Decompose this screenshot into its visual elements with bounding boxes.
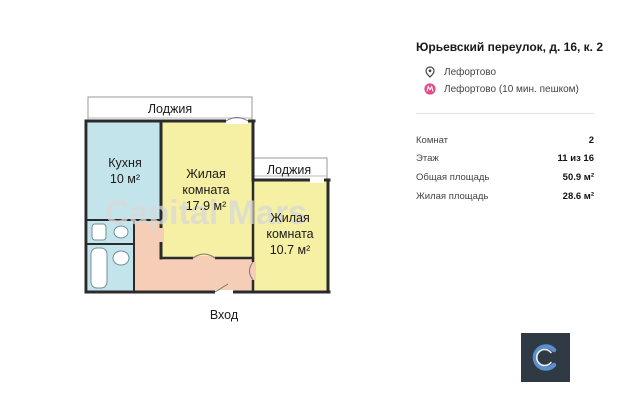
doors	[159, 117, 324, 295]
loggia-2-label: Лоджия	[267, 163, 311, 177]
living-room-1-area: 17.9 м²	[186, 199, 227, 213]
kitchen-area: 10 м²	[110, 172, 140, 186]
kitchen-fill	[88, 122, 161, 220]
entrance-label: Вход	[210, 308, 239, 322]
living-room-1-name-line2: комната	[182, 183, 229, 197]
metro-station: Лефортово (10 мин. пешком)	[444, 83, 579, 95]
living-room-2-name-line2: комната	[266, 227, 313, 241]
address-title: Юрьевский переулок, д. 16, к. 2	[416, 40, 604, 54]
hall-fill	[134, 220, 254, 291]
metro-row: Лефортово (10 мин. пешком)	[424, 83, 579, 95]
location-pin-icon	[425, 66, 435, 78]
living-room-1-name-line1: Жилая	[186, 167, 226, 181]
loggia-1-label: Лоджия	[148, 102, 192, 116]
stat-total-area: Общая площадь 50.9 м²	[416, 172, 594, 183]
floor-plan: Capital Mars Лоджия Лоджия Кухня 10 м² Ж…	[84, 96, 331, 322]
living-room-2-fill	[254, 180, 327, 291]
watermark: Capital Mars	[105, 194, 307, 232]
capital-mars-logo-icon	[532, 344, 557, 371]
metro-icon	[424, 83, 436, 95]
district-name: Лефортово	[444, 66, 497, 78]
divider	[416, 113, 594, 114]
stat-rooms: Комнат 2	[416, 135, 594, 146]
living-room-2-name-line1: Жилая	[270, 211, 310, 225]
district-row: Лефортово	[424, 66, 496, 78]
living-room-1-fill	[162, 122, 252, 258]
stat-floor: Этаж 11 из 16	[416, 153, 594, 164]
kitchen-name: Кухня	[108, 156, 141, 170]
stat-living-area: Жилая площадь 28.6 м²	[416, 191, 594, 202]
brand-logo	[521, 333, 570, 382]
living-room-2-area: 10.7 м²	[270, 243, 311, 257]
loggia-1	[87, 96, 253, 122]
bathroom-fixtures	[90, 223, 130, 289]
